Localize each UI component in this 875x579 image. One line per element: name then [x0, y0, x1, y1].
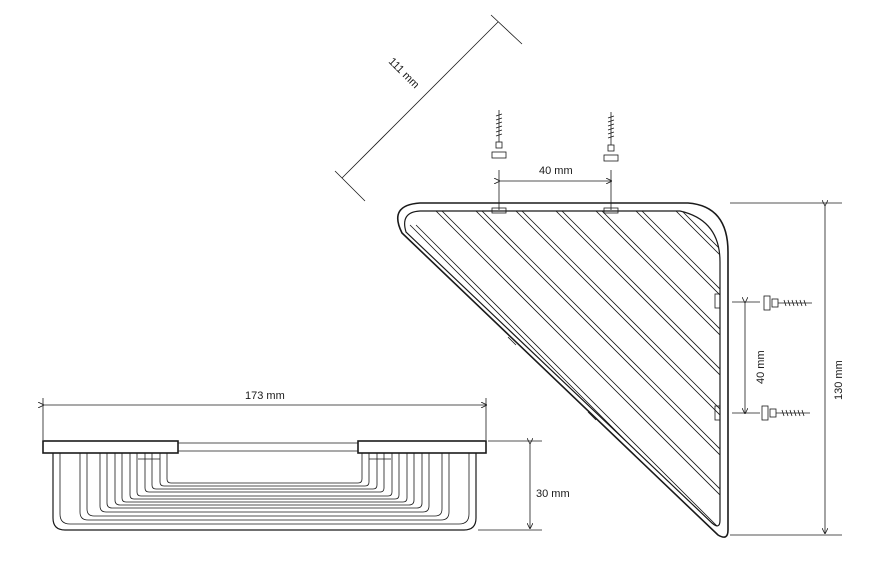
extension-line	[334, 170, 366, 202]
dimension-173mm: 173 mm	[43, 390, 486, 440]
dimension-label-30mm: 30 mm	[536, 488, 570, 500]
dimension-side-40mm: 40 mm	[732, 302, 767, 413]
mount-clip	[491, 207, 507, 214]
dimension-top-40mm: 40 mm	[499, 165, 611, 210]
screw-side-bottom	[761, 405, 810, 421]
dimension-111mm: 111 mm	[334, 14, 523, 202]
dimension-130mm: 130 mm	[730, 203, 845, 536]
dimension-30mm: 30 mm	[478, 441, 570, 531]
dimension-line-diagonal	[341, 21, 499, 179]
screw-top-left	[491, 110, 507, 159]
dimension-label-top-40mm: 40 mm	[539, 165, 573, 177]
mount-clip	[603, 207, 619, 214]
mount-clip	[714, 405, 721, 421]
basket-front-view	[42, 440, 487, 531]
screw-top-right	[603, 112, 619, 162]
dimension-label-130mm: 130 mm	[833, 360, 845, 400]
flange-right	[357, 440, 487, 454]
dimension-label-111mm: 111 mm	[386, 56, 421, 91]
dimension-label-173mm: 173 mm	[245, 390, 285, 402]
extension-line	[490, 14, 523, 45]
screw-side-top	[763, 295, 812, 311]
flange-left	[42, 440, 179, 454]
dimension-label-side-40mm: 40 mm	[755, 350, 767, 384]
mount-clip	[714, 293, 721, 309]
